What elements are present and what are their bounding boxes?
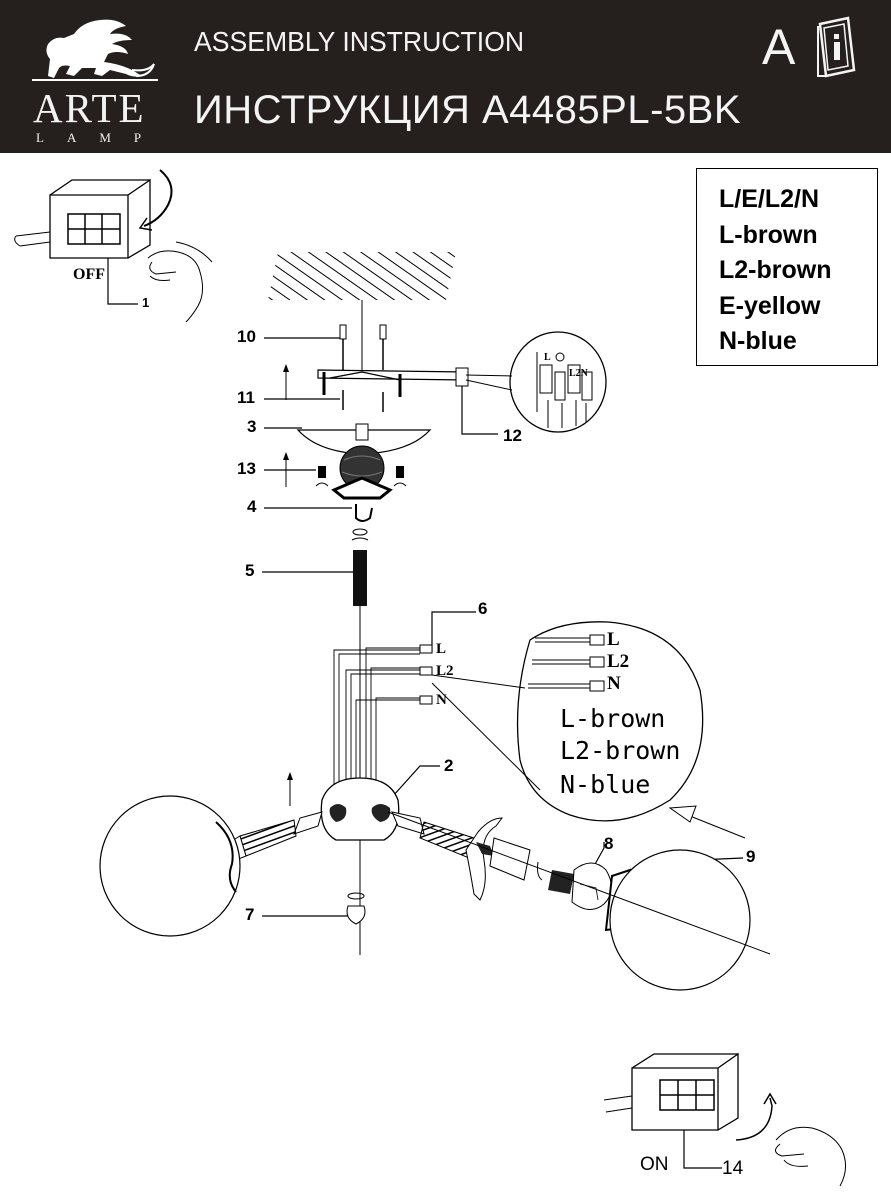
logo-subtitle: LAMP	[36, 130, 165, 145]
callout-part-12: 12	[503, 426, 522, 445]
zoom-wire-color: N-blue	[560, 770, 651, 799]
callout-part-8: 8	[604, 834, 614, 853]
zoom-terminal-label: N	[607, 673, 621, 694]
zoom-terminal-label: L	[607, 629, 620, 650]
callout-part-7: 7	[245, 905, 255, 924]
wire-connector-icon	[419, 644, 433, 705]
canopy	[296, 423, 432, 500]
hand-icon	[147, 241, 213, 323]
left-arm	[229, 811, 323, 861]
right-globe	[609, 849, 751, 991]
title-english: ASSEMBLY INSTRUCTION	[194, 26, 525, 57]
rotate-arrow-icon	[735, 1092, 777, 1141]
legend-line: N-blue	[719, 327, 797, 355]
direction-arrow-icon	[668, 805, 746, 839]
hook-fitting	[351, 504, 373, 541]
hand-icon	[775, 1126, 846, 1187]
wiring-zoom-bubble	[431, 621, 704, 822]
callout-part-6: 6	[478, 599, 488, 618]
mounting-bracket	[317, 300, 469, 412]
central-hub	[320, 777, 400, 841]
left-globe	[99, 795, 241, 937]
switch-off-box	[14, 178, 151, 305]
switch-on-label: ON	[640, 1154, 669, 1175]
rotate-arrow-icon	[138, 169, 173, 231]
zoom-terminal-label: L2	[607, 651, 630, 672]
callout-part-10: 10	[237, 327, 256, 346]
suspension-rod	[353, 550, 367, 606]
switch-off-label: OFF	[73, 266, 105, 283]
bottom-cap	[346, 892, 366, 925]
callout-part-5: 5	[245, 561, 255, 580]
wire-bundle	[333, 647, 420, 790]
info-booklet-icon	[817, 16, 856, 78]
terminal-label: L2N	[569, 368, 588, 379]
callout-part-2: 2	[444, 756, 454, 775]
header-banner: ARTE LAMP ASSEMBLY INSTRUCTION ИНСТРУКЦИ…	[0, 0, 891, 153]
callout-leaders	[262, 337, 744, 1169]
legend-line: L-brown	[719, 220, 818, 249]
terminal-label: L	[544, 352, 551, 363]
up-arrow-icon	[283, 364, 293, 806]
callout-part-11: 11	[237, 388, 255, 407]
wire-label-l: L	[436, 641, 447, 657]
ceiling-surface	[268, 252, 456, 300]
legend-line: E-yellow	[719, 291, 821, 320]
logo-wordmark: ARTE	[33, 85, 146, 131]
wire-label-n: N	[436, 692, 447, 708]
callout-part-9: 9	[746, 847, 756, 866]
callout-part-13: 13	[237, 459, 256, 478]
legend-line: L2-brown	[719, 256, 832, 284]
callout-part-1: 1	[142, 295, 150, 310]
callout-part-14: 14	[722, 1158, 744, 1179]
wire-label-l2: L2	[436, 663, 454, 679]
zoom-wire-color: L2-brown	[560, 736, 681, 765]
light-bulb	[548, 862, 612, 910]
language-letter: A	[762, 19, 796, 75]
griffin-icon	[32, 19, 158, 81]
zoom-wire-color: L-brown	[560, 704, 666, 733]
legend-line: L/E/L2/N	[719, 185, 820, 213]
callout-part-4: 4	[247, 497, 257, 516]
switch-on-box	[603, 1052, 739, 1131]
ceiling-terminal-zoom	[465, 331, 607, 433]
title-russian: ИНСТРУКЦИЯ A4485PL-5BK	[194, 88, 741, 132]
callout-part-3: 3	[247, 417, 257, 436]
wire-color-legend: L/E/L2/N L-brown L2-brown E-yellow N-blu…	[696, 168, 878, 366]
right-arm	[391, 811, 543, 901]
